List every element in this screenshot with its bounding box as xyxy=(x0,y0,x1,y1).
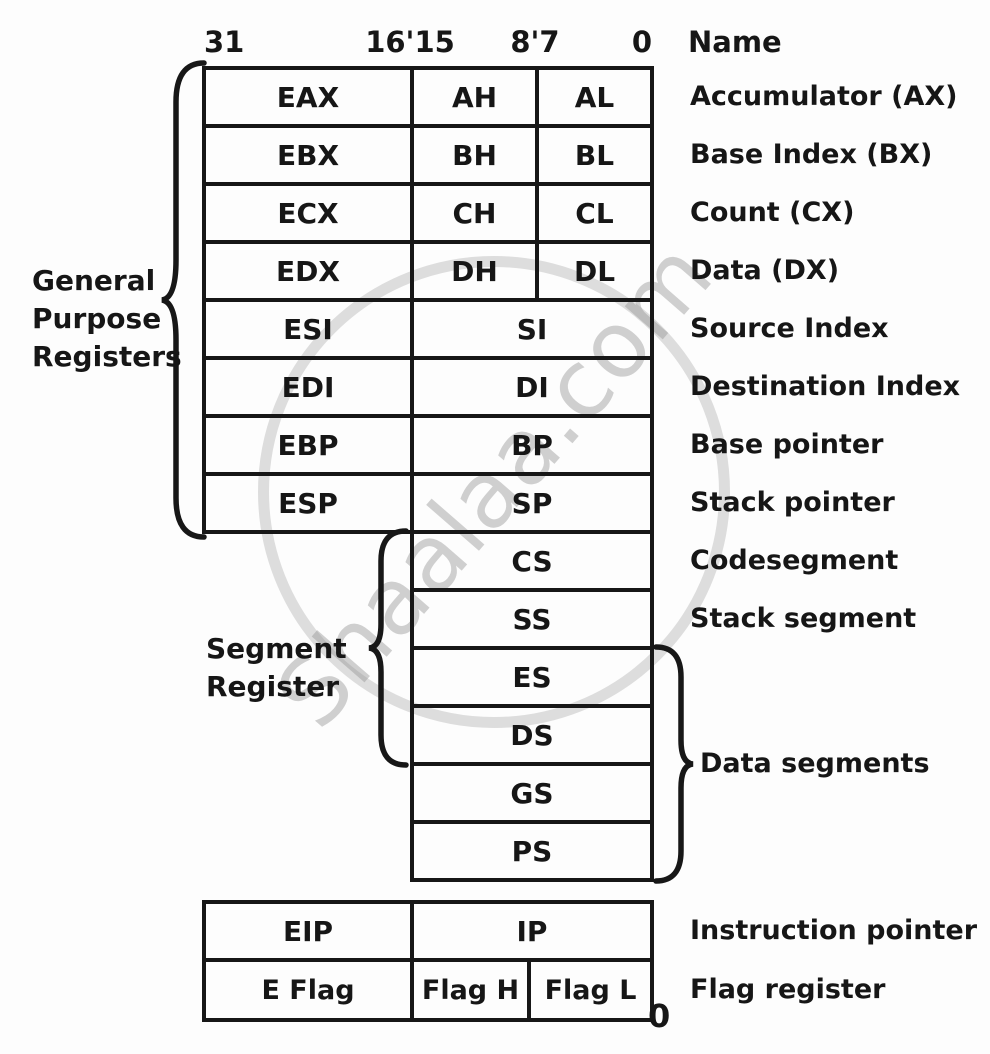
cell-flag-h: Flag H xyxy=(410,958,531,1022)
label-data-segments: Data segments xyxy=(700,748,930,779)
label-destination-index: Destination Index xyxy=(690,371,961,402)
cell-di: DI xyxy=(410,356,654,418)
cell-esi: ESI xyxy=(202,298,414,360)
brace-general-purpose xyxy=(158,60,208,540)
cell-ds: DS xyxy=(410,704,654,766)
watermark-circle xyxy=(258,256,730,728)
label-general-purpose-registers: General Purpose Registers xyxy=(32,262,212,376)
bit-label-0: 0 xyxy=(631,25,652,59)
cell-eax: EAX xyxy=(202,66,414,128)
label-purpose-line: Purpose xyxy=(32,302,162,335)
cell-al: AL xyxy=(535,66,654,128)
cell-edi: EDI xyxy=(202,356,414,418)
cell-ah: AH xyxy=(410,66,539,128)
cell-bl: BL xyxy=(535,124,654,186)
bit-label-bottom-0: 0 xyxy=(648,997,671,1035)
label-segment-line: Segment xyxy=(206,632,347,665)
cell-gs: GS xyxy=(410,762,654,824)
cell-ebx: EBX xyxy=(202,124,414,186)
label-source-index: Source Index xyxy=(690,313,889,344)
cell-bh: BH xyxy=(410,124,539,186)
label-base-index: Base Index (BX) xyxy=(690,139,933,170)
label-count: Count (CX) xyxy=(690,197,855,228)
label-flag-register: Flag register xyxy=(690,974,886,1005)
cell-sp: SP xyxy=(410,472,654,534)
label-general-line: General xyxy=(32,264,156,297)
cell-dh: DH xyxy=(410,240,539,302)
cell-eip: EIP xyxy=(202,900,414,962)
bit-label-8-7: 8'7 xyxy=(510,25,560,59)
label-registers-line: Registers xyxy=(32,340,182,373)
brace-segment-register xyxy=(366,528,410,768)
label-code-segment: Codesegment xyxy=(690,545,899,576)
label-stack-segment: Stack segment xyxy=(690,603,917,634)
brace-data-segments xyxy=(652,644,696,884)
label-stack-pointer: Stack pointer xyxy=(690,487,895,518)
cell-si: SI xyxy=(410,298,654,360)
cell-ch: CH xyxy=(410,182,539,244)
cell-eflag: E Flag xyxy=(202,958,414,1022)
cell-ss: SS xyxy=(410,588,654,650)
name-column-header: Name xyxy=(688,25,782,59)
cell-ebp: EBP xyxy=(202,414,414,476)
cell-cl: CL xyxy=(535,182,654,244)
label-data: Data (DX) xyxy=(690,255,840,286)
cell-esp: ESP xyxy=(202,472,414,534)
cell-ps: PS xyxy=(410,820,654,882)
label-accumulator: Accumulator (AX) xyxy=(690,81,958,112)
label-instruction-pointer: Instruction pointer xyxy=(690,915,978,946)
cell-edx: EDX xyxy=(202,240,414,302)
label-segment-register: Segment Register xyxy=(206,630,376,706)
cell-ip: IP xyxy=(410,900,654,962)
label-register-line: Register xyxy=(206,670,340,703)
cell-dl: DL xyxy=(535,240,654,302)
label-base-pointer: Base pointer xyxy=(690,429,884,460)
cell-ecx: ECX xyxy=(202,182,414,244)
cell-es: ES xyxy=(410,646,654,708)
cell-bp: BP xyxy=(410,414,654,476)
cell-cs: CS xyxy=(410,530,654,592)
bit-label-31: 31 xyxy=(204,25,245,59)
bit-label-16-15: 16'15 xyxy=(365,25,455,59)
cell-flag-l: Flag L xyxy=(527,958,654,1022)
